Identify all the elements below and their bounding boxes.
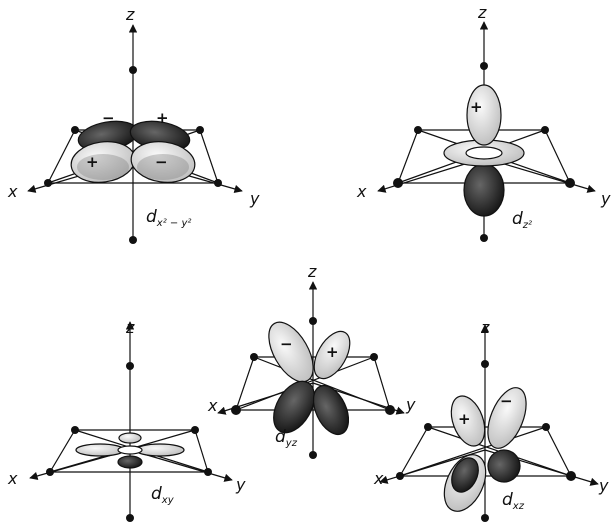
x-axis-label: x: [7, 182, 18, 201]
x-axis-label: x: [373, 469, 384, 488]
sign-plus: +: [458, 410, 471, 428]
orbital-dxz: [380, 325, 598, 522]
lobes: [444, 85, 524, 216]
coordinate-frame: [30, 322, 232, 518]
sign-minus: −: [155, 153, 168, 171]
y-axis-label: y: [600, 189, 611, 208]
orbital-label-dxy: dxy: [151, 484, 175, 506]
orbital-label-dz2: dz²: [512, 209, 532, 231]
sign-plus: +: [326, 343, 339, 361]
orbital-dz2: [378, 22, 595, 242]
orbital-dx2-y2: [28, 25, 242, 244]
orbital-dyz: [218, 282, 404, 459]
lobes: [260, 315, 357, 440]
y-axis-label: y: [249, 189, 260, 208]
z-axis-label: z: [477, 3, 487, 22]
x-axis-label: x: [356, 182, 367, 201]
sign-minus: −: [102, 109, 115, 127]
y-axis-label: y: [598, 476, 609, 495]
z-axis-label: z: [125, 5, 135, 24]
z-axis-label: z: [125, 318, 135, 337]
sign-plus: +: [156, 109, 169, 127]
sign-plus: +: [86, 153, 99, 171]
y-axis-label: y: [235, 475, 246, 494]
x-axis-label: x: [207, 396, 218, 415]
x-axis-label: x: [7, 469, 18, 488]
z-axis-label: z: [307, 262, 317, 281]
orbital-label-dx2-y2: dx² − y²: [146, 207, 191, 229]
axis-dots: [396, 360, 576, 522]
sign-plus: +: [470, 98, 483, 116]
sign-minus: −: [500, 392, 513, 410]
z-axis-label: z: [480, 318, 490, 337]
y-axis-label: y: [405, 395, 416, 414]
sign-minus: −: [280, 335, 293, 353]
orbital-dxy: [30, 322, 232, 522]
orbital-label-dxz: dxz: [502, 490, 525, 512]
